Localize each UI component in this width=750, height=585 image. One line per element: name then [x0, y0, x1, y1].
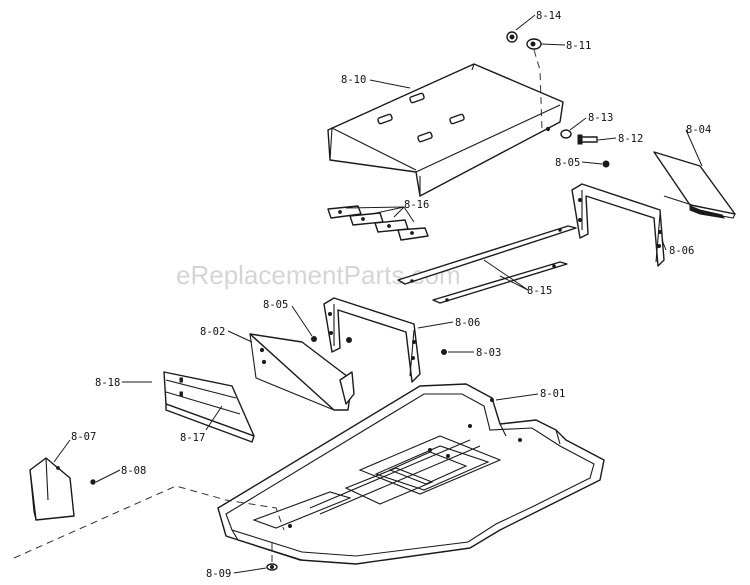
nut-hardware-bottom	[266, 563, 278, 571]
screw-hardware	[602, 160, 610, 168]
callout-8-05-upper: 8-05	[555, 157, 580, 169]
front-bracket-part	[29, 457, 75, 521]
leader-lines	[53, 14, 703, 574]
main-frame-part	[217, 383, 605, 565]
plate-set-part	[327, 205, 429, 241]
callout-8-09: 8-09	[206, 568, 231, 580]
assembly-line	[533, 49, 543, 131]
callout-8-02: 8-02	[200, 326, 225, 338]
callout-8-17: 8-17	[180, 432, 205, 444]
callout-8-16: 8-16	[404, 199, 429, 211]
callout-8-01: 8-01	[540, 388, 565, 400]
callout-8-11: 8-11	[566, 40, 591, 52]
callout-8-06-upper: 8-06	[669, 245, 694, 257]
callout-8-06-lower: 8-06	[455, 317, 480, 329]
callout-8-07: 8-07	[71, 431, 96, 443]
callout-8-18: 8-18	[95, 377, 120, 389]
strap-bars-part	[397, 225, 577, 304]
callout-8-15: 8-15	[527, 285, 552, 297]
callout-8-04: 8-04	[686, 124, 711, 136]
support-bracket-right-part	[571, 183, 665, 267]
callout-8-14: 8-14	[536, 10, 561, 22]
callout-8-05-lower: 8-05	[263, 299, 288, 311]
panel-plate-part	[163, 371, 255, 443]
callout-8-10: 8-10	[341, 74, 366, 86]
washer-hardware	[560, 129, 572, 139]
hood-cover-part	[327, 63, 564, 197]
callout-8-13: 8-13	[588, 112, 613, 124]
callout-8-08: 8-08	[121, 465, 146, 477]
nut-hardware	[506, 31, 518, 43]
side-panel-left-part	[249, 333, 355, 411]
support-bracket-left-part	[323, 297, 421, 383]
screw-hardware-front	[90, 479, 96, 485]
callout-labels: 8-14 8-11 8-10 8-13 8-12 8-04 8-05 8-16 …	[71, 10, 711, 580]
callout-8-12: 8-12	[618, 133, 643, 145]
screw-hardware-left	[311, 336, 352, 343]
side-panel-right-part	[653, 151, 736, 219]
callout-8-03: 8-03	[476, 347, 501, 359]
assembly-line-lower	[13, 485, 285, 559]
bushing-hardware	[526, 38, 542, 50]
bolt-hardware	[577, 134, 598, 145]
bolt-hardware-left	[441, 349, 447, 355]
